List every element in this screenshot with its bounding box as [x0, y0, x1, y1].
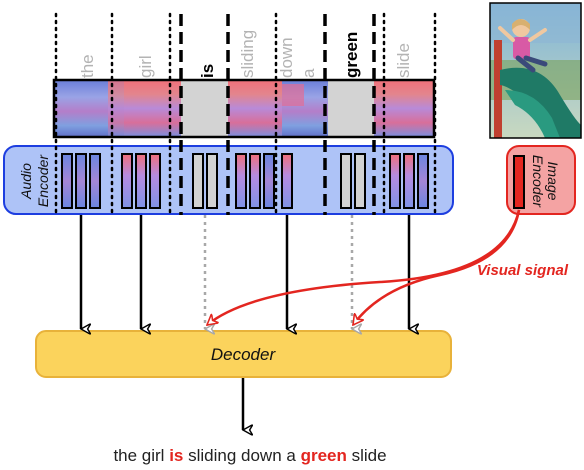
audio-feature-cells [61, 153, 429, 209]
caption-highlight: green [300, 446, 347, 465]
word-label: the [78, 54, 97, 78]
caption-segment: the girl [113, 446, 170, 465]
photo-girl-on-slide-icon [489, 2, 582, 139]
word-label-masked: is [198, 64, 217, 78]
caption-segment: slide [346, 446, 387, 465]
word-labels: the girl is sliding down a green slide [78, 30, 413, 78]
masked-segment [181, 80, 228, 137]
image-encoder-label: Image [545, 162, 561, 201]
audio-encoder-label: Encoder [35, 154, 51, 207]
word-label: sliding [238, 30, 257, 78]
encoder-decoder-arrows [79, 215, 409, 329]
audio-spectrogram [52, 78, 436, 139]
word-label: a [299, 68, 318, 78]
word-label-masked: green [342, 32, 361, 78]
segment-boundaries [54, 12, 437, 217]
masked-segment [328, 80, 374, 137]
image-feature-cell [513, 155, 525, 209]
word-label: slide [394, 43, 413, 78]
audio-encoder-label: Audio [18, 163, 34, 200]
decoder: Decoder [35, 330, 452, 378]
word-label: girl [136, 55, 155, 78]
decoder-label: Decoder [211, 345, 277, 364]
word-label: down [277, 37, 296, 78]
visual-signal-arrows: Visual signal [207, 209, 569, 325]
visual-signal-arrow [351, 209, 521, 325]
visual-signal-label: Visual signal [477, 262, 569, 279]
visual-signal-arrow [207, 209, 521, 325]
caption-segment: sliding down a [183, 446, 301, 465]
caption-highlight: is [169, 446, 184, 465]
image-encoder: Image Encoder [506, 145, 576, 215]
output-caption: the girl is sliding down a green slide [0, 446, 500, 466]
image-encoder-label: Encoder [530, 155, 546, 208]
